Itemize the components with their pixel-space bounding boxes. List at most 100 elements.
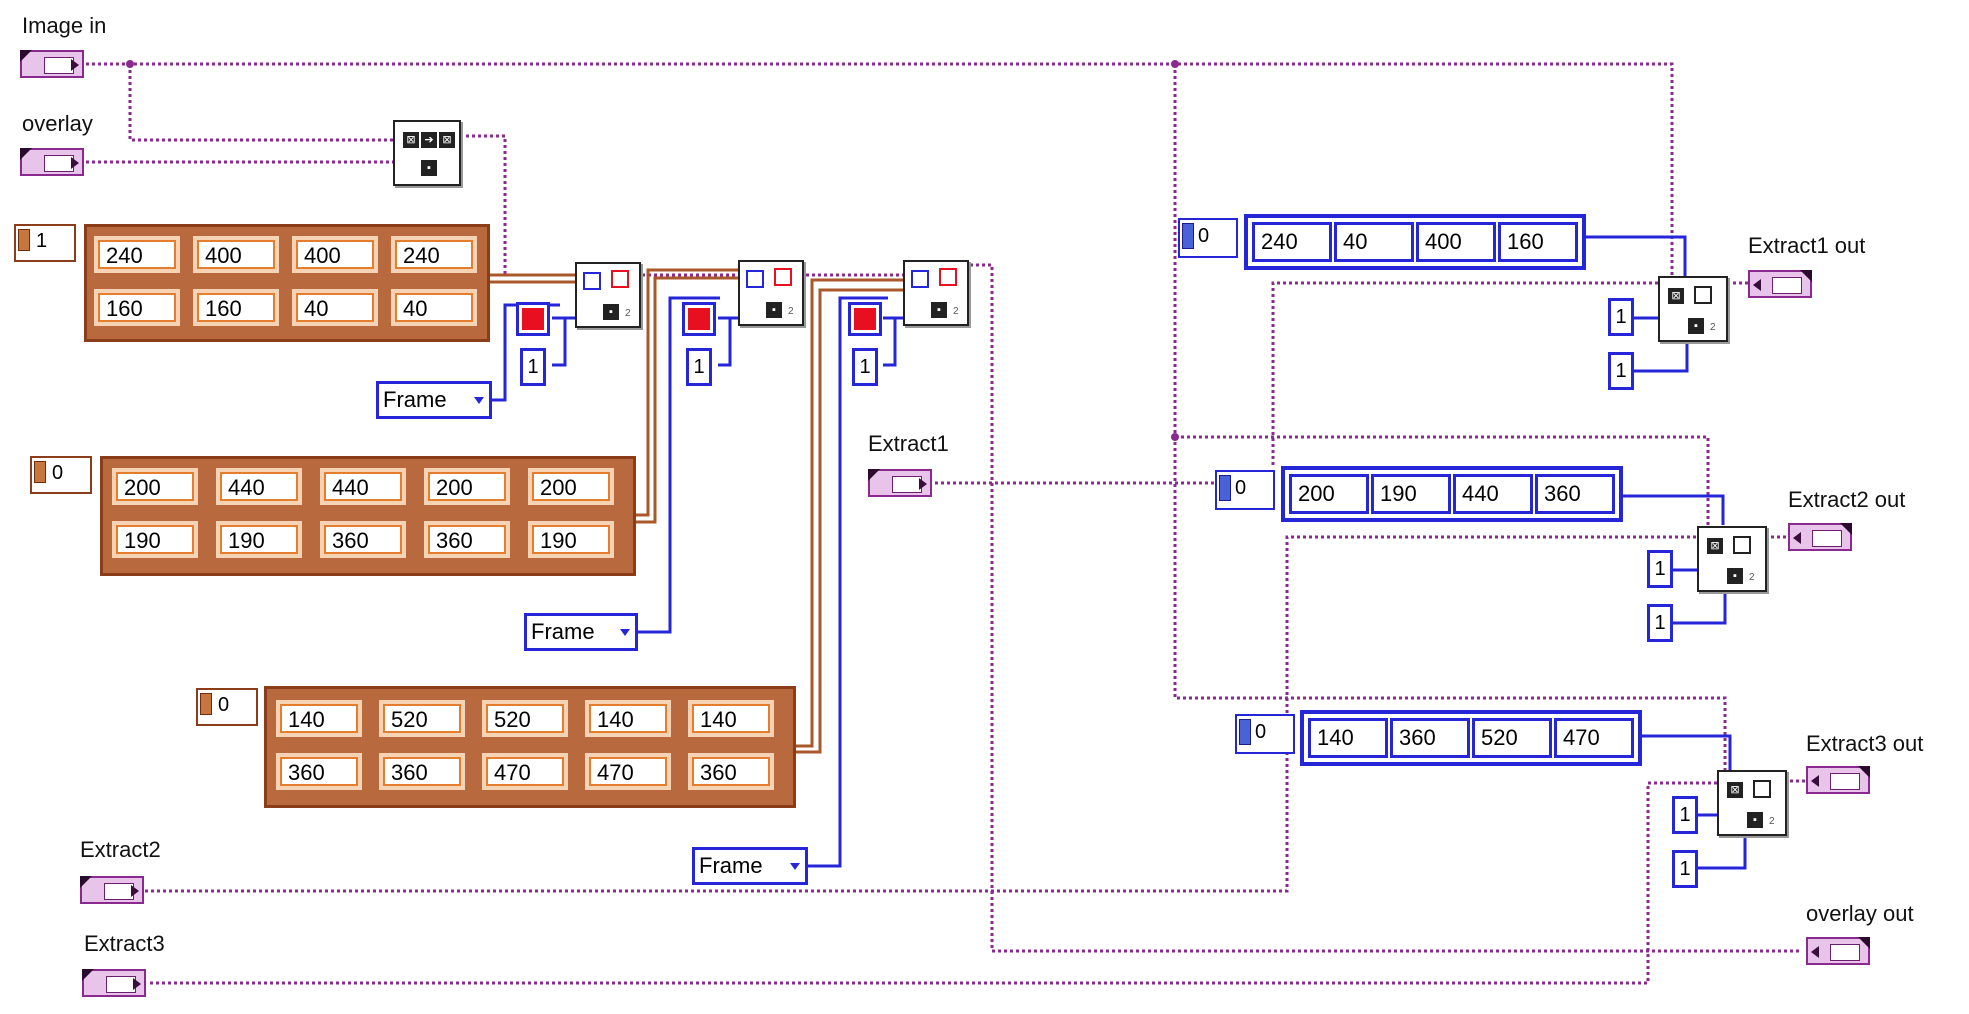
point-cell[interactable]: 360 xyxy=(318,519,408,560)
point-cell[interactable]: 140 xyxy=(686,698,776,739)
overlay-polygon-subvi-1[interactable]: ▪ 2 xyxy=(575,262,641,328)
color-constant-2[interactable] xyxy=(682,302,716,336)
point-cell[interactable]: 360 xyxy=(274,751,364,792)
rect-value[interactable]: 200 xyxy=(1289,474,1369,514)
wire-num-3 xyxy=(883,318,897,367)
point-cell[interactable]: 360 xyxy=(422,519,512,560)
array-index-value: 0 xyxy=(1235,477,1247,499)
point-cell[interactable]: 400 xyxy=(290,234,380,275)
array-index-2[interactable]: 0 xyxy=(30,456,92,494)
rect-index-1[interactable]: 0 xyxy=(1178,218,1238,258)
rect-value[interactable]: 240 xyxy=(1252,222,1332,262)
rect-index-2[interactable]: 0 xyxy=(1215,470,1275,510)
wire-consts-3 xyxy=(1698,813,1747,870)
point-cell[interactable]: 470 xyxy=(583,751,673,792)
image-in-terminal[interactable] xyxy=(20,50,84,78)
point-value: 520 xyxy=(383,704,461,733)
numeric-constant[interactable]: 1 xyxy=(1647,604,1673,642)
extract1-out-terminal[interactable] xyxy=(1748,270,1812,298)
numeric-constant[interactable]: 1 xyxy=(1672,796,1698,834)
point-cell[interactable]: 520 xyxy=(480,698,570,739)
image-icon: ⊠ xyxy=(1668,288,1684,304)
color-constant-3[interactable] xyxy=(848,302,882,336)
array-index-1[interactable]: 1 xyxy=(14,224,76,262)
frame-ring-2[interactable]: Frame xyxy=(524,613,638,651)
point-value: 200 xyxy=(116,472,194,501)
numeric-constant[interactable]: 1 xyxy=(1647,550,1673,588)
numeric-constant[interactable]: 1 xyxy=(520,348,546,386)
point-cell[interactable]: 520 xyxy=(377,698,467,739)
numeric-constant[interactable]: 1 xyxy=(1608,352,1634,390)
point-cell[interactable]: 240 xyxy=(92,234,182,275)
array-index-3[interactable]: 0 xyxy=(196,688,258,726)
ring-label: Frame xyxy=(383,387,447,412)
array-index-value: 1 xyxy=(36,230,48,252)
wire-extract1-ref xyxy=(1271,281,1660,465)
point-cell[interactable]: 140 xyxy=(274,698,364,739)
point-cell[interactable]: 200 xyxy=(422,466,512,507)
frame-ring-1[interactable]: Frame xyxy=(376,381,492,419)
label-extract3-out: Extract3 out xyxy=(1806,731,1924,756)
numeric-constant[interactable]: 1 xyxy=(1672,850,1698,888)
copy-overlay-subvi[interactable]: ⊠ ➔ ⊠ ▪ xyxy=(393,120,461,186)
point-cell[interactable]: 200 xyxy=(526,466,616,507)
point-cell[interactable]: 440 xyxy=(318,466,408,507)
point-cell[interactable]: 240 xyxy=(389,234,479,275)
overlay-polygon-subvi-2[interactable]: ▪ 2 xyxy=(738,260,804,326)
rect-value[interactable]: 190 xyxy=(1371,474,1451,514)
point-cell[interactable]: 160 xyxy=(191,287,281,328)
wire-extract3-in xyxy=(150,781,1720,985)
numeric-constant[interactable]: 1 xyxy=(686,348,712,386)
point-cell[interactable]: 440 xyxy=(214,466,304,507)
frame-ring-3[interactable]: Frame xyxy=(692,847,808,885)
point-cell[interactable]: 160 xyxy=(92,287,182,328)
dropdown-icon xyxy=(620,629,630,636)
rect-value[interactable]: 400 xyxy=(1416,222,1496,262)
subvi-tag: 2 xyxy=(953,306,959,317)
rect-value[interactable]: 470 xyxy=(1554,718,1634,758)
point-cell[interactable]: 360 xyxy=(377,751,467,792)
rect-index-3[interactable]: 0 xyxy=(1235,714,1295,754)
overlay-terminal[interactable] xyxy=(20,148,84,176)
label-image-in: Image in xyxy=(22,13,107,38)
point-cell[interactable]: 190 xyxy=(110,519,200,560)
point-value: 240 xyxy=(395,240,473,269)
extract1-terminal[interactable] xyxy=(868,469,932,497)
point-cell[interactable]: 190 xyxy=(214,519,304,560)
rect-value[interactable]: 360 xyxy=(1390,718,1470,758)
rect-value[interactable]: 360 xyxy=(1535,474,1615,514)
point-cell[interactable]: 40 xyxy=(290,287,380,328)
numeric-constant[interactable]: 1 xyxy=(852,348,878,386)
arrow-icon: ➔ xyxy=(421,132,437,148)
rect-value[interactable]: 140 xyxy=(1308,718,1388,758)
extract3-terminal[interactable] xyxy=(82,969,146,997)
extract-icon xyxy=(1753,780,1771,798)
point-cell[interactable]: 360 xyxy=(686,751,776,792)
extract2-out-terminal[interactable] xyxy=(1788,523,1852,551)
extract-subvi-2[interactable]: ⊠ ▪ 2 xyxy=(1697,526,1767,592)
point-cell[interactable]: 140 xyxy=(583,698,673,739)
extract3-out-terminal[interactable] xyxy=(1806,766,1870,794)
point-cell[interactable]: 400 xyxy=(191,234,281,275)
color-constant-1[interactable] xyxy=(516,302,550,336)
numeric-constant[interactable]: 1 xyxy=(1608,298,1634,336)
rect-value[interactable]: 440 xyxy=(1453,474,1533,514)
extract-subvi-3[interactable]: ⊠ ▪ 2 xyxy=(1717,770,1787,836)
rect-value[interactable]: 160 xyxy=(1498,222,1578,262)
rect-value[interactable]: 40 xyxy=(1334,222,1414,262)
point-cell[interactable]: 470 xyxy=(480,751,570,792)
point-cell[interactable]: 190 xyxy=(526,519,616,560)
overlay-polygon-subvi-3[interactable]: ▪ 2 xyxy=(903,260,969,326)
point-value: 140 xyxy=(280,704,358,733)
point-cell[interactable]: 40 xyxy=(389,287,479,328)
overlay-out-terminal[interactable] xyxy=(1806,937,1870,965)
point-value: 160 xyxy=(197,293,275,322)
overlay-icon: ▪ xyxy=(931,302,947,318)
point-value: 470 xyxy=(589,757,667,786)
point-cell[interactable]: 200 xyxy=(110,466,200,507)
rect-value[interactable]: 520 xyxy=(1472,718,1552,758)
array-index-value: 0 xyxy=(1198,225,1210,247)
image-icon: ⊠ xyxy=(1707,538,1723,554)
extract-subvi-1[interactable]: ⊠ ▪ 2 xyxy=(1658,276,1728,342)
extract2-terminal[interactable] xyxy=(80,876,144,904)
